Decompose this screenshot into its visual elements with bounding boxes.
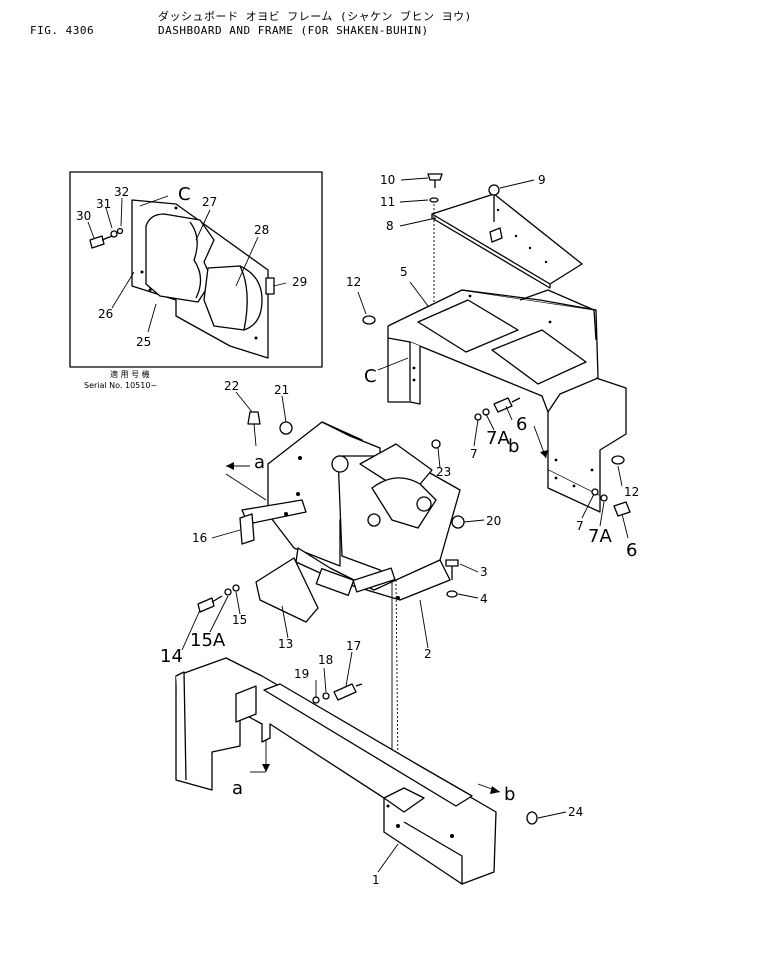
callout-5: 5 <box>400 265 408 279</box>
plug-24 <box>526 811 538 825</box>
callout-1: 1 <box>372 873 380 887</box>
callout-11: 11 <box>380 195 395 209</box>
frame-5 <box>362 289 627 513</box>
nut-9 <box>488 184 500 196</box>
callout-23: 23 <box>436 465 451 479</box>
callout-25: 25 <box>136 335 151 349</box>
pivot <box>331 455 349 473</box>
callout-7-upper: 7 <box>470 447 478 461</box>
bolt-3 <box>445 559 459 567</box>
inset-shroud-28 <box>203 265 263 331</box>
title-japanese: ダッシュボード オヨビ フレーム (シャケン ブヒン ヨウ) <box>158 10 472 23</box>
bottom-dashboard-1 <box>175 657 497 885</box>
bolt-14 <box>197 597 215 613</box>
cover-plate-13 <box>255 557 319 623</box>
callout-29: 29 <box>292 275 307 289</box>
callout-b-upper: b <box>508 436 519 457</box>
washer-11 <box>429 197 439 203</box>
central-frame-2 <box>241 421 461 771</box>
callout-10: 10 <box>380 173 395 187</box>
callout-15A: 15A <box>190 630 226 651</box>
callout-15: 15 <box>232 613 247 627</box>
view-reference-arrows <box>225 425 548 794</box>
callout-30: 30 <box>76 209 91 223</box>
callout-27: 27 <box>202 195 217 209</box>
callout-9: 9 <box>538 173 546 187</box>
plug-12-right <box>611 455 625 465</box>
top-cover-plate <box>427 173 583 320</box>
callout-24: 24 <box>568 805 583 819</box>
inset-serial-number: Serial No. 10510~ <box>84 381 157 390</box>
callout-2: 2 <box>424 647 432 661</box>
inset-frame <box>69 171 323 368</box>
callout-labels: 1 2 3 4 5 6 6 7 7 7A 7A 8 9 10 11 12 12 … <box>76 173 639 887</box>
screw-10 <box>427 173 443 181</box>
leader-lines <box>181 177 629 873</box>
plug-12-left <box>362 315 376 325</box>
fastener-set-lower <box>591 488 631 517</box>
callout-4: 4 <box>480 592 488 606</box>
callout-3: 3 <box>480 565 488 579</box>
callout-13: 13 <box>278 637 293 651</box>
callout-7A-lower: 7A <box>588 526 612 547</box>
callout-19: 19 <box>294 667 309 681</box>
inset-shroud-27 <box>145 213 215 303</box>
nut-21 <box>279 421 293 435</box>
fastener-set-upper <box>474 397 521 421</box>
callout-18: 18 <box>318 653 333 667</box>
callout-22: 22 <box>224 379 239 393</box>
inset-applicable-label: 適 用 号 機 <box>110 369 150 379</box>
callout-a-upper: a <box>254 452 265 473</box>
callout-8: 8 <box>386 219 394 233</box>
dash-bracket <box>235 685 257 723</box>
callout-28: 28 <box>254 223 269 237</box>
title-english: DASHBOARD AND FRAME (FOR SHAKEN-BUHIN) <box>158 24 429 37</box>
inset-bracket-29 <box>265 277 275 295</box>
callout-14: 14 <box>160 646 183 667</box>
stud-22 <box>247 411 261 425</box>
inset-bolt-30 <box>89 235 105 249</box>
screw-23 <box>431 439 441 449</box>
callout-16: 16 <box>192 531 207 545</box>
callout-C-frame: C <box>364 366 377 387</box>
clip <box>489 227 503 243</box>
callout-17: 17 <box>346 639 361 653</box>
frame-opening-2 <box>491 329 587 385</box>
nut-20 <box>451 515 465 529</box>
inset-detail: 適 用 号 機 Serial No. 10510~ <box>69 171 323 390</box>
callout-7-lower: 7 <box>576 519 584 533</box>
callout-12-upper: 12 <box>346 275 361 289</box>
callout-31: 31 <box>96 197 111 211</box>
figure-number: FIG. 4306 <box>30 24 95 37</box>
callout-6-upper: 6 <box>516 414 527 435</box>
bolt-17 <box>333 683 357 701</box>
callout-20: 20 <box>486 514 501 528</box>
callout-32: 32 <box>114 185 129 199</box>
callout-26: 26 <box>98 307 113 321</box>
bracket-16 <box>239 513 255 545</box>
callout-a-lower: a <box>232 778 243 799</box>
callout-12-lower: 12 <box>624 485 639 499</box>
callout-6-lower: 6 <box>626 540 637 561</box>
cylinder <box>371 477 437 529</box>
frame-opening-1 <box>417 299 519 353</box>
callout-C-inset: C <box>178 184 191 205</box>
callout-b-lower: b <box>504 784 515 805</box>
washer-4 <box>446 590 458 598</box>
callout-7A-upper: 7A <box>486 428 510 449</box>
callout-21: 21 <box>274 383 289 397</box>
cover-plate-8 <box>431 193 583 285</box>
